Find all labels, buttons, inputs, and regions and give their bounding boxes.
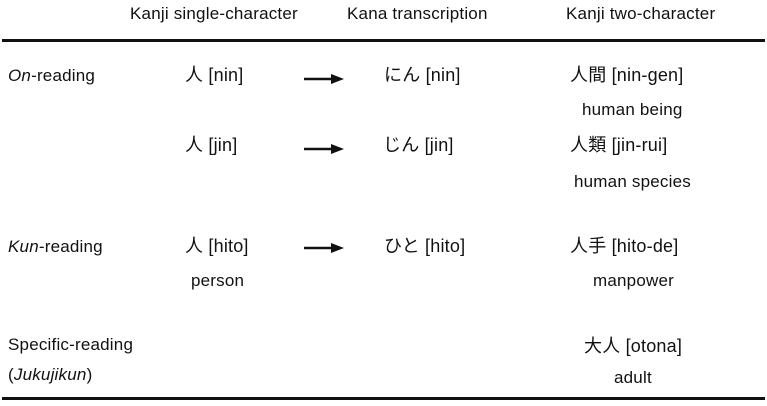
- kana-hito: ひと [hito]: [384, 236, 466, 256]
- jukujikun-paren-open: (: [8, 365, 14, 384]
- row-label-kun-reading: Kun-reading: [8, 236, 103, 258]
- kun-label-rest: -reading: [38, 237, 103, 256]
- kun-label-italic: Kun: [8, 237, 39, 256]
- table-top-rule: [2, 39, 765, 42]
- kana-jin: じん [jin]: [383, 135, 454, 155]
- column-header-kanji-two: Kanji two-character: [566, 4, 716, 23]
- row-label-jukujikun: (Jukujikun): [8, 364, 92, 386]
- right-arrow-icon: [304, 74, 344, 84]
- gloss-adult: adult: [614, 368, 652, 387]
- table-bottom-rule: [2, 397, 765, 400]
- column-header-kana-transcription: Kana transcription: [347, 4, 488, 23]
- kanji-single-jin: 人 [jin]: [185, 135, 238, 155]
- kanji-compound-ningen: 人間 [nin-gen]: [570, 65, 684, 85]
- gloss-human-being: human being: [582, 100, 683, 119]
- kanji-single-nin: 人 [nin]: [185, 65, 244, 85]
- on-label-rest: -reading: [31, 66, 96, 85]
- row-label-on-reading: On-reading: [8, 65, 95, 87]
- kanji-single-hito: 人 [hito]: [185, 236, 249, 256]
- kanji-compound-jinrui: 人類 [jin-rui]: [570, 135, 668, 155]
- right-arrow-icon: [304, 144, 344, 154]
- row-label-specific-reading: Specific-reading: [8, 335, 134, 354]
- gloss-human-species: human species: [574, 172, 691, 191]
- right-arrow-icon: [304, 243, 344, 253]
- on-label-italic: On: [8, 66, 32, 85]
- kana-nin: にん [nin]: [384, 65, 461, 85]
- kanji-compound-hitode: 人手 [hito-de]: [570, 236, 679, 256]
- jukujikun-paren-close: ): [86, 365, 93, 384]
- kanji-compound-otona: 大人 [otona]: [584, 336, 683, 356]
- jukujikun-label-italic: Jukujikun: [13, 365, 87, 384]
- column-header-kanji-single: Kanji single-character: [130, 4, 298, 23]
- gloss-person: person: [191, 271, 245, 290]
- gloss-manpower: manpower: [593, 271, 674, 290]
